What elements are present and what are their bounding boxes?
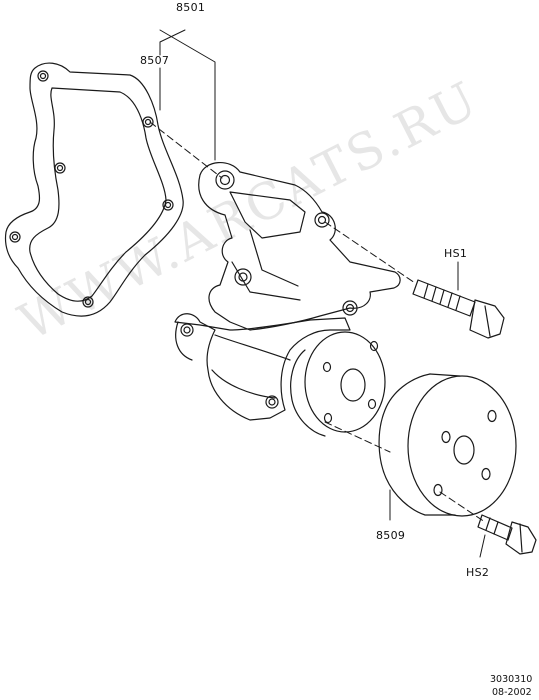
pulley [378,373,517,517]
callout-hs1: HS1 [444,247,468,260]
callout-hs2: HS2 [466,566,490,579]
callout-8507: 8507 [140,54,170,67]
callout-8501: 8501 [176,1,206,14]
bolt-hs1 [412,279,505,339]
drawing-number: 3030310 [490,674,533,685]
drawing-date: 08-2002 [492,687,532,698]
callout-8509: 8509 [376,529,406,542]
gasket [4,62,184,317]
bolt-hs2 [477,514,537,555]
leader-lines [159,29,486,558]
pump-body [174,162,401,437]
